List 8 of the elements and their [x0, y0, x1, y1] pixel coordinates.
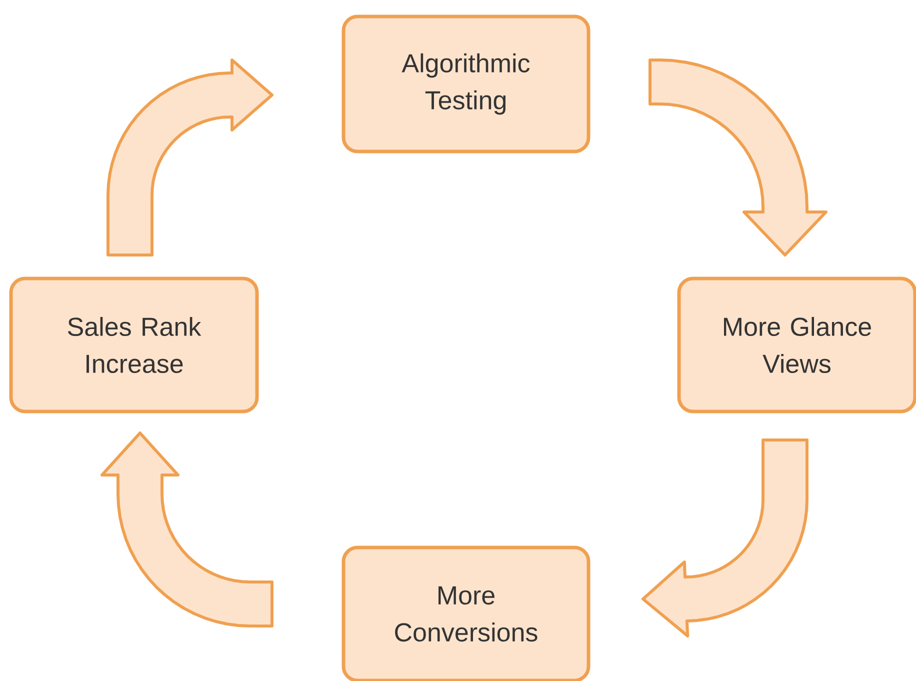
curved-block-arrow: [106, 58, 274, 256]
process-box: More Conversions: [342, 546, 590, 681]
curved-block-arrow: [648, 58, 828, 256]
process-box: More Glance Views: [677, 276, 916, 414]
curved-block-arrow: [642, 438, 808, 638]
process-box: Algorithmic Testing: [342, 14, 590, 154]
curved-block-arrow: [100, 432, 274, 628]
process-box: Sales Rank Increase: [9, 276, 259, 414]
